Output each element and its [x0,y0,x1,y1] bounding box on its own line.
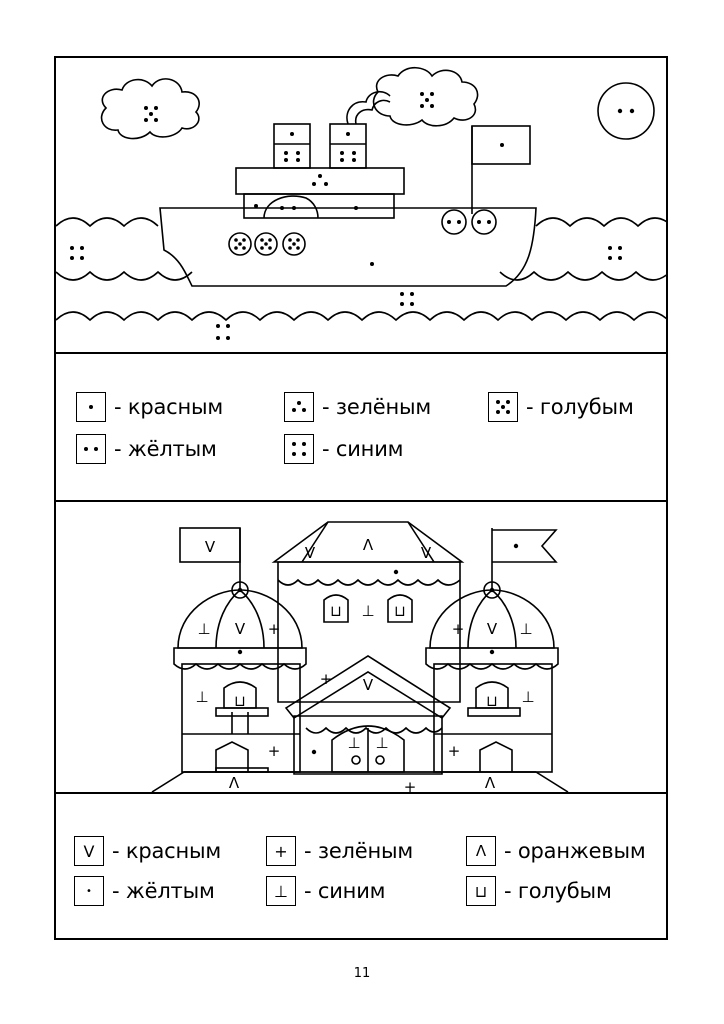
mark: ⊔ [330,602,342,620]
mark: ⊥ [195,688,208,706]
mark: V [487,620,498,638]
legend-label: зелёным [317,839,414,863]
legend-item-blue: - синим [284,432,403,466]
mark: ⊥ [375,734,388,752]
divider-2 [56,500,666,502]
funnel-left [273,123,311,169]
ship-drawing [56,66,666,340]
legend-label: синим [335,437,404,461]
yellow-dot-marks [237,543,519,755]
mark: ⊥ [197,620,210,638]
page-number: 11 [353,966,371,981]
wave-3 [56,311,666,322]
mark: ⊥ [519,620,532,638]
wave-2 [56,270,666,281]
cabin [243,193,395,219]
mark: Λ [485,774,496,792]
mark: + [452,620,465,638]
dots-legend: - красным - зелёным - голубым - жёлтым -… [56,354,666,500]
ship-picture [56,58,666,354]
legend-label: жёлтым [127,437,217,461]
castle-picture: V V Λ V ⊥ V + ⊔ ⊥ ⊔ + V ⊥ ⊥ ⊔ ⊔ ⊥ + V + [56,502,666,792]
mark: ⊔ [234,692,246,710]
legend-label: красным [127,395,224,419]
two-dots-icon [76,434,106,464]
mark: + [448,742,461,760]
perp-mark-icon: ⊥ [266,876,296,906]
legend-item-red: V - красным [74,834,221,868]
left-tower-body [181,663,301,773]
legend-item-light-blue: ⊔ - голубым [466,874,612,908]
legend-label: синим [317,879,386,903]
legend-item-yellow: • - жёлтым [74,874,215,908]
hull [159,207,537,287]
mark: V [205,538,216,556]
legend-label: оранжевым [517,839,646,863]
mark: ⊥ [521,688,534,706]
central-tower [277,561,461,703]
legend-item-blue: ⊥ - синим [266,874,385,908]
divider-1 [56,352,666,354]
mark: + [320,670,333,688]
legend-label: красным [125,839,222,863]
mark: Λ [363,536,374,554]
legend-label: голубым [517,879,612,903]
cup-mark-icon: ⊔ [466,876,496,906]
left-flag [179,527,241,563]
right-flag [492,529,558,563]
plus-mark-icon: + [266,836,296,866]
mark: V [421,544,432,562]
worksheet-frame: - красным - зелёным - голубым - жёлтым -… [54,56,668,940]
main-door [331,725,405,773]
mark: + [404,778,417,792]
mark: V [305,544,316,562]
cloud-left [100,78,200,140]
sun [597,82,655,140]
legend-item-orange: Λ - оранжевым [466,834,646,868]
legend-item-light-blue: - голубым [488,390,634,424]
mark: ⊥ [361,602,374,620]
legend-label: зелёным [335,395,432,419]
mark: V [363,676,374,694]
mark: + [268,620,281,638]
four-dots-icon [284,434,314,464]
mark: ⊔ [486,692,498,710]
ground [151,771,569,792]
symbols-legend: V - красным + - зелёным Λ - оранжевым • … [56,794,666,940]
dot-marks [70,92,635,340]
three-dots-icon [284,392,314,422]
divider-3 [56,792,666,794]
v-mark-icon: V [74,836,104,866]
legend-label: голубым [539,395,634,419]
legend-item-yellow: - жёлтым [76,432,217,466]
mark: V [235,620,246,638]
mark: ⊔ [394,602,406,620]
legend-item-green: + - зелёным [266,834,413,868]
right-tower-body [433,663,553,773]
legend-item-green: - зелёным [284,390,431,424]
castle-drawing: V V Λ V ⊥ V + ⊔ ⊥ ⊔ + V ⊥ ⊥ ⊔ ⊔ ⊥ + V + [151,521,569,792]
cloud-right [372,66,479,127]
dot-mark-icon: • [74,876,104,906]
mark: ⊥ [347,734,360,752]
legend-item-red: - красным [76,390,223,424]
wave-1 [56,217,666,228]
one-dot-icon [76,392,106,422]
funnel-right [329,123,367,169]
gate-house [293,715,443,775]
caret-mark-icon: Λ [466,836,496,866]
mark: Λ [229,774,240,792]
legend-label: жёлтым [125,879,215,903]
mark: + [268,742,281,760]
five-dots-icon [488,392,518,422]
upper-deck [235,167,405,195]
